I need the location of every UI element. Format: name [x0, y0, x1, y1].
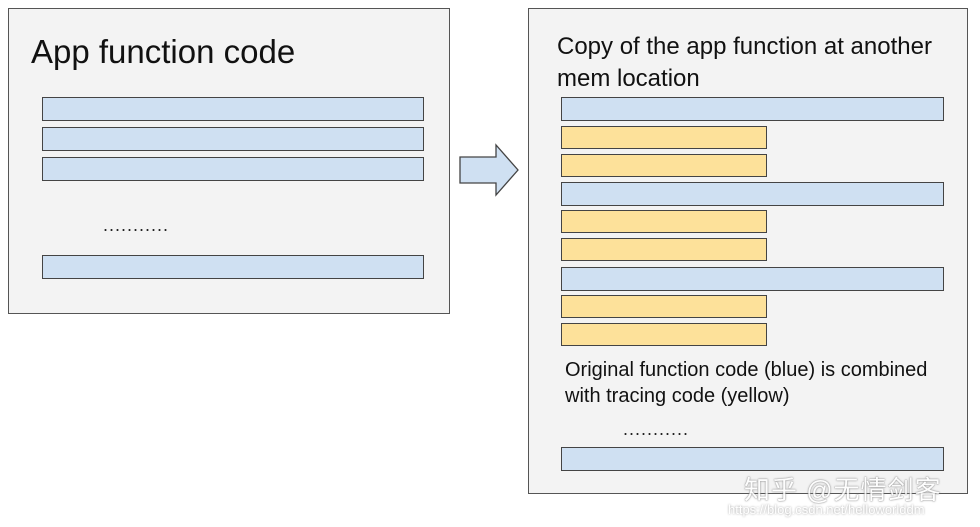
original-code-block-blue	[561, 447, 944, 471]
app-function-code-panel: App function code ...........	[8, 8, 450, 314]
function-code-block-blue	[42, 157, 424, 181]
tracing-code-block-yellow	[561, 238, 767, 261]
copied-function-panel: Copy of the app function at another mem …	[528, 8, 968, 494]
watermark-url: https://blog.csdn.net/helloworlddm	[728, 502, 925, 517]
function-code-block-blue	[42, 127, 424, 151]
right-panel-title: Copy of the app function at another mem …	[557, 33, 932, 92]
original-code-block-blue	[561, 267, 944, 291]
tracing-code-block-yellow	[561, 295, 767, 318]
function-code-block-blue	[42, 97, 424, 121]
tracing-code-block-yellow	[561, 154, 767, 177]
right-arrow-icon	[459, 143, 519, 197]
caption-text: Original function code (blue) is combine…	[565, 359, 928, 407]
tracing-code-block-yellow	[561, 323, 767, 346]
original-code-block-blue	[561, 182, 944, 206]
watermark-text: 知乎 @无情剑客	[744, 475, 942, 505]
left-ellipsis: ...........	[103, 215, 170, 235]
right-ellipsis: ...........	[623, 419, 690, 439]
tracing-code-block-yellow	[561, 126, 767, 149]
left-panel-title: App function code	[31, 33, 296, 70]
tracing-code-block-yellow	[561, 210, 767, 233]
original-code-block-blue	[561, 97, 944, 121]
function-code-block-blue	[42, 255, 424, 279]
